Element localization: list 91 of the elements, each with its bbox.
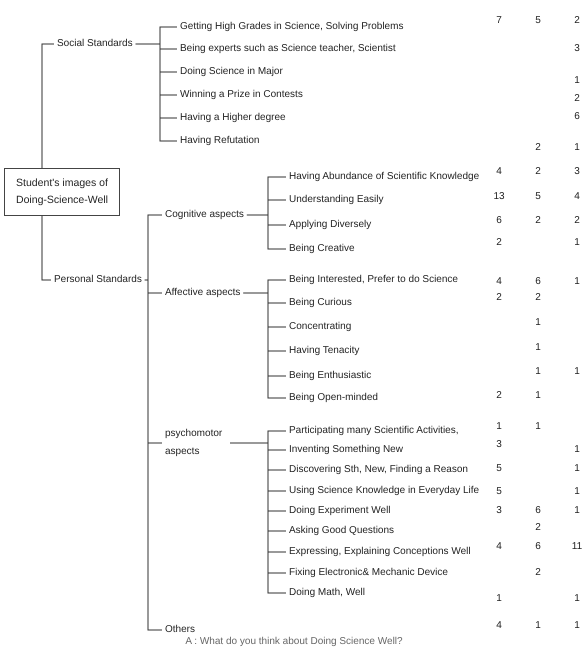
count-number: 1 — [573, 444, 581, 456]
count-number: 2 — [573, 215, 581, 227]
category-label: Social Standards — [57, 37, 133, 51]
item-label: Getting High Grades in Science, Solving Problems — [180, 20, 404, 34]
count-number: 1 — [534, 366, 542, 378]
count-number: 3 — [495, 439, 503, 451]
item-label: Having Refutation — [180, 134, 260, 148]
count-number: 1 — [573, 75, 581, 87]
count-number: 2 — [534, 567, 542, 579]
count-number: 1 — [534, 620, 542, 632]
count-number: 1 — [573, 593, 581, 605]
tree-line — [42, 44, 54, 168]
count-number: 5 — [495, 463, 503, 475]
count-number: 4 — [495, 541, 503, 553]
count-number: 4 — [495, 166, 503, 178]
count-number: 1 — [573, 276, 581, 288]
count-number: 7 — [495, 15, 503, 27]
item-label: Doing Experiment Well — [289, 504, 391, 518]
count-number: 6 — [534, 541, 542, 553]
item-label: Being Enthusiastic — [289, 369, 372, 383]
tree-line — [242, 292, 286, 398]
count-number: 11 — [570, 541, 584, 553]
aspect-label: Affective aspects — [165, 286, 240, 300]
count-number: 2 — [534, 166, 542, 178]
count-number: 5 — [534, 15, 542, 27]
tree-line — [135, 44, 178, 142]
count-number: 5 — [495, 486, 503, 498]
count-number: 6 — [573, 111, 581, 123]
count-number: 1 — [573, 237, 581, 249]
count-number: 5 — [534, 191, 542, 203]
count-number: 1 — [495, 593, 503, 605]
item-label: Asking Good Questions — [289, 524, 394, 538]
count-number: 3 — [495, 505, 503, 517]
count-number: 6 — [495, 215, 503, 227]
aspect-label: psychomotor aspects — [165, 425, 227, 461]
aspect-label: Others — [165, 623, 196, 637]
count-number: 2 — [534, 292, 542, 304]
caption: A : What do you think about Doing Science Well? — [184, 636, 404, 647]
item-label: Applying Diversely — [289, 218, 372, 232]
count-number: 1 — [573, 142, 581, 154]
count-number: 2 — [495, 237, 503, 249]
count-number: 1 — [534, 342, 542, 354]
count-number: 4 — [573, 191, 581, 203]
count-number: 1 — [573, 505, 581, 517]
tree-line — [42, 216, 52, 280]
count-number: 2 — [534, 522, 542, 534]
item-label: Inventing Something New — [289, 443, 403, 457]
count-number: 3 — [573, 43, 581, 55]
count-number: 2 — [573, 93, 581, 105]
count-number: 4 — [495, 276, 503, 288]
count-number: 2 — [534, 215, 542, 227]
aspect-label: Cognitive aspects — [165, 208, 244, 222]
count-number: 1 — [495, 421, 503, 433]
count-number: 1 — [573, 620, 581, 632]
count-number: 13 — [492, 191, 506, 203]
item-label: Doing Science in Major — [180, 65, 283, 79]
category-label: Personal Standards — [54, 273, 142, 287]
count-number: 1 — [534, 390, 542, 402]
count-number: 1 — [573, 486, 581, 498]
count-number: 1 — [573, 463, 581, 475]
count-number: 1 — [573, 366, 581, 378]
count-number: 2 — [495, 292, 503, 304]
item-label: Being experts such as Science teacher, Scientist — [180, 42, 396, 56]
item-label: Being Open-minded — [289, 391, 378, 405]
count-number: 2 — [495, 390, 503, 402]
count-number: 3 — [573, 166, 581, 178]
item-label: Using Science Knowledge in Everyday Life — [289, 484, 480, 498]
count-number: 1 — [534, 421, 542, 433]
item-label: Having Abundance of Scientific Knowledge — [289, 170, 480, 184]
item-label: Concentrating — [289, 320, 352, 334]
item-label: Being Creative — [289, 242, 355, 256]
tree-line — [246, 214, 286, 250]
item-label: Being Curious — [289, 296, 352, 310]
count-number: 2 — [534, 142, 542, 154]
item-label: Having Tenacity — [289, 344, 360, 358]
item-label: Winning a Prize in Contests — [180, 88, 303, 102]
count-number: 4 — [495, 620, 503, 632]
item-label: Discovering Sth, New, Finding a Reason — [289, 463, 468, 477]
item-label: Being Interested, Prefer to do Science — [289, 273, 458, 287]
root-box: Student's images of Doing-Science-Well — [4, 168, 120, 216]
count-number: 6 — [534, 276, 542, 288]
item-label: Expressing, Explaining Conceptions Well — [289, 545, 471, 559]
item-label: Understanding Easily — [289, 193, 384, 207]
item-label: Doing Math, Well — [289, 586, 365, 600]
tree-line — [144, 280, 162, 630]
count-number: 2 — [573, 15, 581, 27]
count-number: 1 — [534, 317, 542, 329]
item-label: Fixing Electronic& Mechanic Device — [289, 566, 448, 580]
count-number: 6 — [534, 505, 542, 517]
item-label: Participating many Scientific Activities, — [289, 424, 459, 438]
item-label: Having a Higher degree — [180, 111, 286, 125]
